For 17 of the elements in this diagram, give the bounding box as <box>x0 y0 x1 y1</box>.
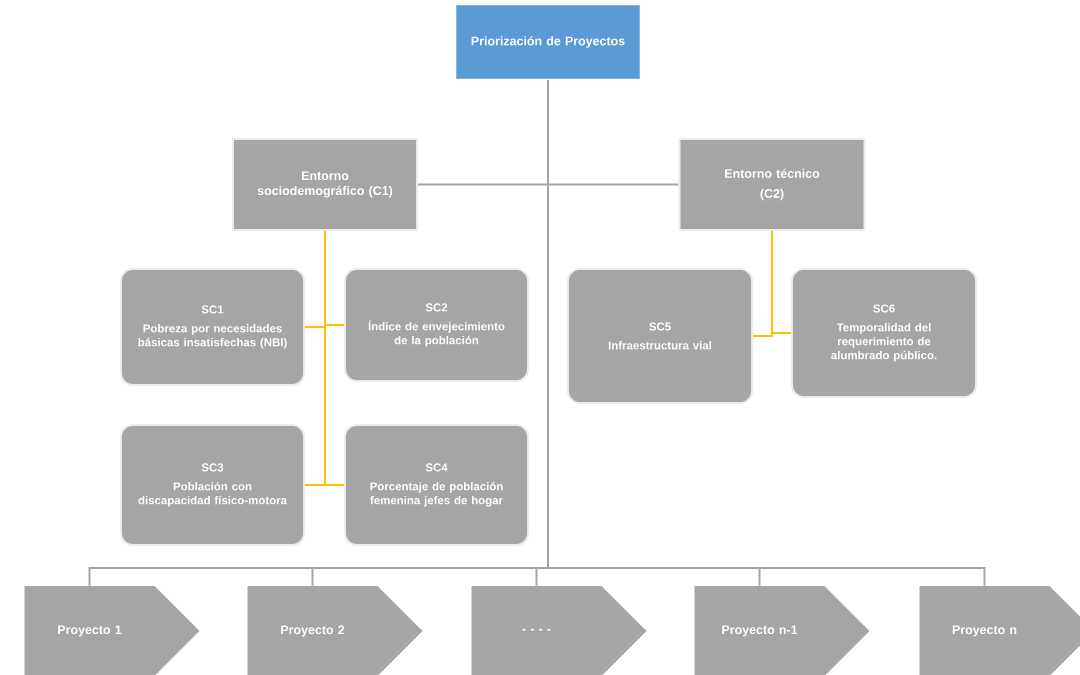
project-arrow-box: Proyecto 2 <box>247 586 423 675</box>
title-box: Priorización de Proyectos <box>454 3 642 81</box>
connector-line <box>547 79 986 587</box>
subcriterion-box: SC5 Infraestructura vial <box>567 268 753 404</box>
subcriterion-box: SC6 Temporalidad del requerimiento de alumbrado público. <box>791 268 977 398</box>
project-arrow-box: - - - - <box>471 586 647 675</box>
subcriterion-box: SC3 Población con discapacidad físico-motora <box>120 424 305 546</box>
connector-line <box>771 230 792 334</box>
criterion-box: Entorno sociodemográfico (C1) <box>232 138 418 231</box>
connector-line <box>324 230 345 486</box>
subcriterion-box: SC2 Índice de envejecimiento de la población <box>344 268 529 382</box>
project-arrow-box: Proyecto n-1 <box>694 586 870 675</box>
subcriterion-box: SC1 Pobreza por necesidades básicas insatisfechas (NBI) <box>120 268 305 386</box>
criterion-box: Entorno técnico (C2) <box>678 138 866 231</box>
project-arrow-box: Proyecto n <box>919 586 1080 675</box>
subcriterion-box: SC4 Porcentaje de población femenina jefes de hogar <box>344 424 529 546</box>
project-arrow-box: Proyecto 1 <box>24 586 200 675</box>
